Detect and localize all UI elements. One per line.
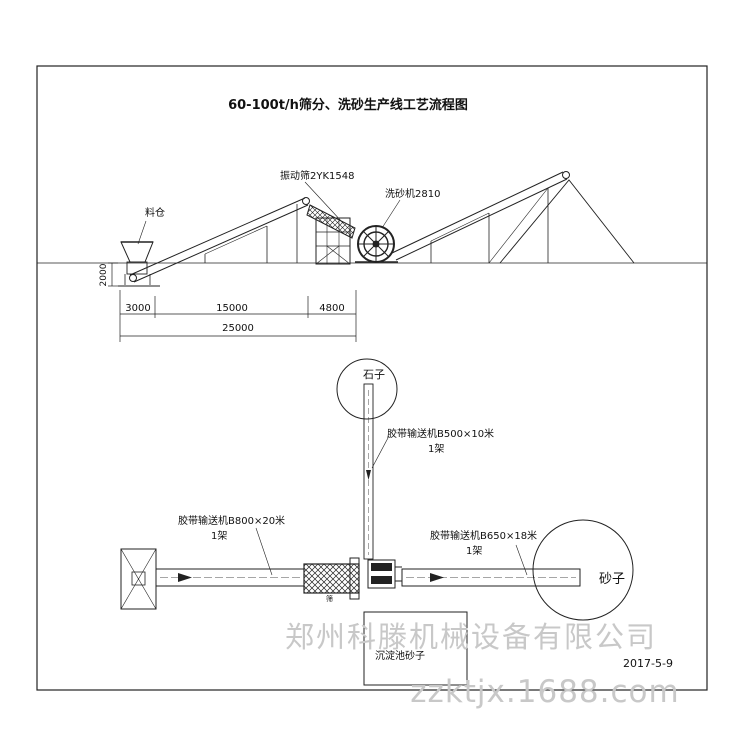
settling-tank: [363, 611, 468, 686]
watermark-site: zzktjx.1688.com: [410, 674, 679, 710]
dim-b-label: 15000: [216, 303, 248, 314]
conveyor-vertical-count: 1架: [428, 443, 444, 455]
small-mark-label: 筛: [326, 594, 333, 603]
screen-plan: [303, 563, 360, 594]
settling-tank-label: 沉淀池砂子: [375, 649, 425, 662]
washer-plan: [367, 559, 402, 589]
conveyor-vertical: [363, 383, 390, 560]
drawing-frame: [36, 65, 708, 691]
dimension-lines: [108, 262, 357, 342]
conveyor-main: [155, 527, 305, 587]
diagram-title: 60-100t/h筛分、洗砂生产线工艺流程图: [228, 97, 468, 113]
elevation-conveyor-2: [391, 171, 570, 264]
screen-label: 振动筛2YK1548: [280, 169, 354, 182]
drawing-date: 2017-5-9: [623, 657, 673, 670]
elevation-conveyor-1: [129, 197, 310, 283]
conveyor-vertical-label: 胶带输送机B500×10米: [387, 427, 494, 440]
hopper-label: 料仓: [145, 206, 165, 219]
stone-label: 石子: [363, 368, 385, 381]
conveyor-main-label: 胶带输送机B800×20米: [178, 514, 285, 527]
sand-label: 砂子: [599, 572, 625, 587]
conveyor-right-count: 1架: [466, 545, 482, 557]
vibrating-screen: [304, 181, 356, 265]
feed-hopper-plan: [120, 548, 157, 610]
dim-c-label: 4800: [319, 303, 344, 314]
stone-pile: [336, 358, 398, 420]
stockpile-cone: [499, 179, 635, 264]
washer-label: 洗砂机2810: [385, 187, 440, 200]
plan-view: [120, 358, 634, 686]
dim-height-label: 2000: [99, 263, 109, 286]
elevation-view: [37, 171, 707, 342]
dim-a-label: 3000: [125, 303, 150, 314]
sand-washer-wheel: [355, 199, 401, 263]
hopper: [118, 220, 160, 287]
dim-total-label: 25000: [222, 323, 254, 334]
conveyor-main-count: 1架: [211, 530, 227, 542]
conveyor-right-label: 胶带输送机B650×18米: [430, 529, 537, 542]
conveyor-right: [401, 544, 581, 587]
watermark-company: 郑州科滕机械设备有限公司: [285, 620, 657, 654]
sand-pile: [532, 519, 634, 621]
